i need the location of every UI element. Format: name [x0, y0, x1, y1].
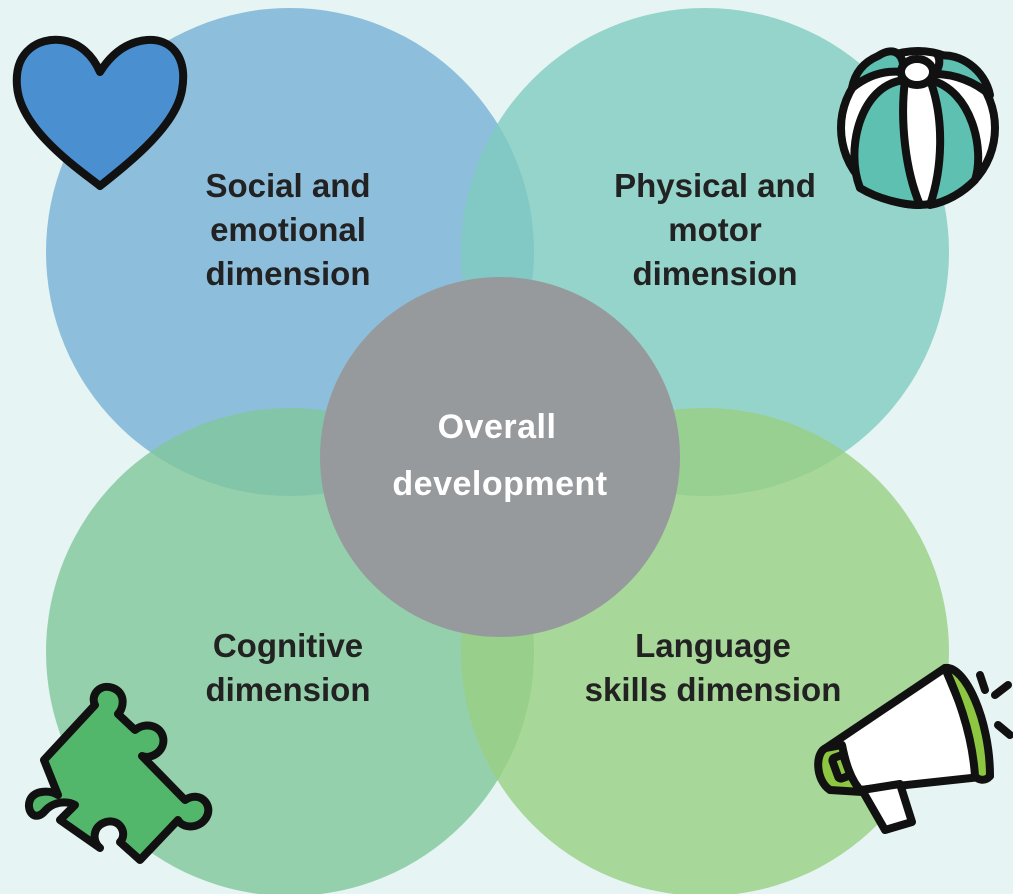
social-emotional-label-line3: dimension	[205, 255, 370, 292]
language-label: Language skills dimension	[585, 627, 842, 708]
physical-motor-label-line3: dimension	[632, 255, 797, 292]
physical-motor-label-line2: motor	[668, 211, 762, 248]
megaphone-icon	[814, 664, 1013, 834]
overall-development-label: Overall development	[392, 408, 607, 503]
cognitive-label-line2: dimension	[205, 671, 370, 708]
physical-motor-label: Physical and motor dimension	[614, 167, 816, 292]
overall-development-label-line1: Overall	[438, 408, 557, 446]
social-emotional-label-line2: emotional	[210, 211, 366, 248]
social-emotional-label: Social and emotional dimension	[205, 167, 370, 292]
overall-development-label-line2: development	[392, 465, 607, 503]
social-emotional-label-line1: Social and	[205, 167, 370, 204]
puzzle-piece-icon	[25, 682, 213, 864]
overall-development-circle	[320, 277, 680, 637]
language-label-line2: skills dimension	[585, 671, 842, 708]
physical-motor-label-line1: Physical and	[614, 167, 816, 204]
cognitive-label: Cognitive dimension	[205, 627, 370, 708]
heart-icon	[12, 35, 188, 190]
language-label-line1: Language	[635, 627, 791, 664]
beach-ball-icon	[837, 47, 999, 209]
cognitive-label-line1: Cognitive	[213, 627, 363, 664]
